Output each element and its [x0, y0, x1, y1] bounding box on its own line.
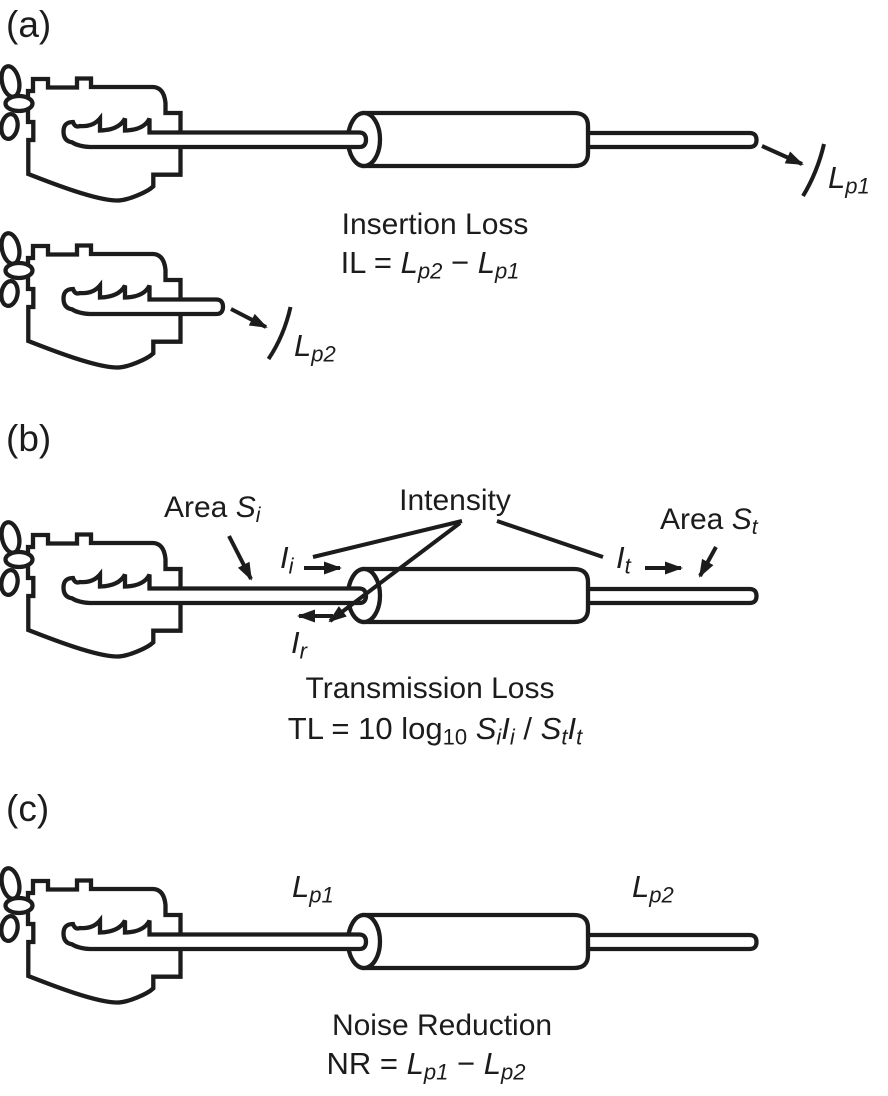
label-area-st: Area St: [660, 503, 758, 540]
var-L: L: [483, 1046, 501, 1081]
var-S: S: [731, 503, 752, 536]
intensity-pointer-left: [312, 519, 463, 559]
sub-p1: p1: [845, 173, 870, 199]
caption-insertion-loss: Insertion Loss: [235, 208, 635, 242]
var-I: I: [567, 711, 577, 746]
formula-noise-reduction: NR = Lp1 − Lp2: [326, 1046, 526, 1085]
sub-p2: p2: [417, 258, 443, 284]
section-label-c: (c): [6, 788, 49, 829]
var-L: L: [406, 1046, 424, 1081]
sub-i: i: [496, 724, 502, 750]
sub-i: i: [255, 503, 261, 528]
fan-muffler-assembly-a: [0, 65, 756, 201]
sub-p2: p2: [649, 882, 674, 908]
caption-b-text: Transmission Loss: [305, 672, 555, 705]
label-lp1-a: Lp1: [828, 160, 870, 199]
fan-no-muffler-a: [0, 232, 223, 368]
sub-i: i: [509, 724, 515, 750]
var-S: S: [475, 711, 497, 746]
var-L: L: [400, 245, 418, 280]
var-L: L: [477, 245, 495, 280]
var-L: L: [632, 869, 650, 904]
sub-p1: p1: [309, 882, 334, 908]
arrow-to-lp1-icon: [761, 144, 804, 166]
sub-i: i: [288, 553, 294, 579]
sound-arc-lp2-icon: [266, 306, 293, 361]
label-lp2-c: Lp2: [632, 869, 674, 908]
var-L: L: [292, 869, 310, 904]
var-I: I: [280, 540, 289, 575]
label-reflected-intensity: Ir: [291, 625, 307, 664]
sub-10: 10: [442, 724, 468, 750]
formula-transmission-loss: TL = 10 log10 SiIi / StIt: [287, 711, 583, 750]
caption-c-text: Noise Reduction: [331, 1009, 553, 1042]
label-incident-intensity: Ii: [280, 540, 294, 579]
label-area-si: Area Si: [164, 491, 261, 528]
section-label-b: (b): [6, 418, 51, 459]
caption-a-text: Insertion Loss: [341, 208, 529, 241]
section-label-b-text: (b): [6, 418, 52, 459]
sub-t: t: [576, 724, 583, 750]
sound-arc-lp1-icon: [801, 143, 826, 198]
sub-r: r: [299, 638, 307, 664]
section-label-a: (a): [6, 4, 51, 45]
arrow-area-si-icon: [227, 535, 253, 581]
section-label-c-text: (c): [6, 788, 50, 829]
sub-p2: p2: [500, 1059, 526, 1085]
var-I: I: [616, 540, 625, 575]
sub-p1: p1: [423, 1059, 449, 1085]
var-I: I: [501, 711, 510, 746]
sub-t: t: [561, 724, 568, 750]
var-S: S: [235, 491, 256, 524]
sub-t: t: [624, 553, 631, 579]
sub-p1: p1: [494, 258, 520, 284]
label-intensity: Intensity: [399, 484, 511, 517]
var-L: L: [294, 328, 312, 363]
section-label-a-text: (a): [6, 4, 52, 45]
var-L: L: [828, 160, 846, 195]
sub-p2: p2: [311, 341, 336, 367]
formula-insertion-loss: IL = Lp2 − Lp1: [340, 245, 520, 284]
arrow-area-st-icon: [698, 546, 718, 578]
sub-t: t: [751, 515, 758, 540]
var-S: S: [540, 711, 562, 746]
label-lp2-a: Lp2: [294, 328, 336, 367]
label-lp1-c: Lp1: [292, 869, 334, 908]
caption-noise-reduction: Noise Reduction: [242, 1009, 642, 1043]
arrow-to-lp2-icon: [230, 307, 268, 329]
intensity-pointer-reflected: [328, 521, 462, 623]
label-transmitted-intensity: It: [616, 540, 631, 579]
var-I: I: [291, 625, 300, 660]
intensity-pointer-right: [496, 519, 604, 559]
caption-transmission-loss: Transmission Loss: [230, 672, 630, 706]
